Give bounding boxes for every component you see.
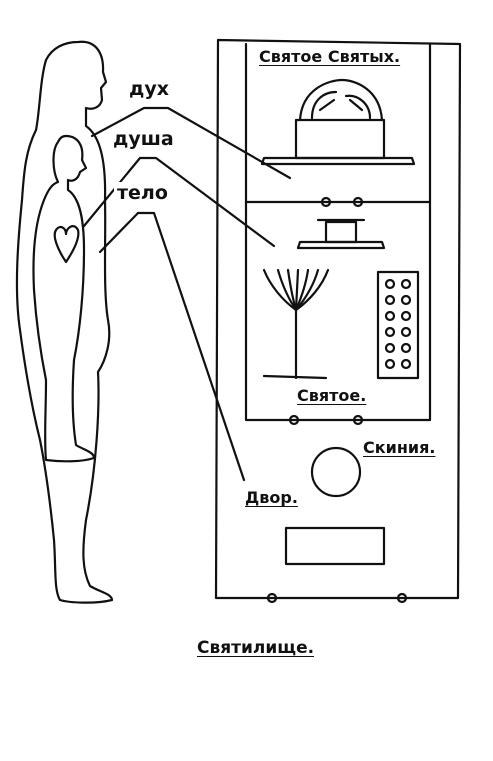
label-holy-of-holies: Святое Святых. bbox=[256, 47, 404, 67]
heart-icon bbox=[53, 225, 80, 264]
shewbread-table-icon bbox=[376, 270, 420, 380]
spirit-connector bbox=[90, 106, 292, 180]
label-holy-place: Святое. bbox=[294, 386, 370, 406]
sanctuary-walls bbox=[244, 42, 432, 422]
veil-hinge-right bbox=[352, 196, 364, 208]
soul-connector bbox=[82, 156, 276, 248]
body-connector bbox=[98, 211, 246, 482]
courtyard-frame bbox=[214, 38, 462, 600]
ark-icon bbox=[260, 78, 416, 166]
veil-hinge-left bbox=[320, 196, 332, 208]
outer-man-figure bbox=[15, 40, 114, 604]
label-tabernacle: Скиния. bbox=[360, 438, 439, 458]
door-hinge-left bbox=[288, 414, 300, 426]
inner-man-figure bbox=[32, 134, 96, 463]
label-body: тело bbox=[114, 182, 171, 205]
burnt-offering-altar-icon bbox=[284, 526, 386, 566]
gate-hinge-left bbox=[266, 592, 278, 604]
laver-icon bbox=[310, 446, 362, 498]
door-hinge-right bbox=[352, 414, 364, 426]
label-soul: душа bbox=[110, 128, 177, 151]
menorah-icon bbox=[262, 268, 330, 380]
label-spirit: дух bbox=[126, 78, 172, 101]
label-courtyard: Двор. bbox=[242, 488, 301, 508]
incense-altar-icon bbox=[296, 218, 386, 250]
label-sanctuary: Святилище. bbox=[194, 638, 318, 659]
gate-hinge-right bbox=[396, 592, 408, 604]
